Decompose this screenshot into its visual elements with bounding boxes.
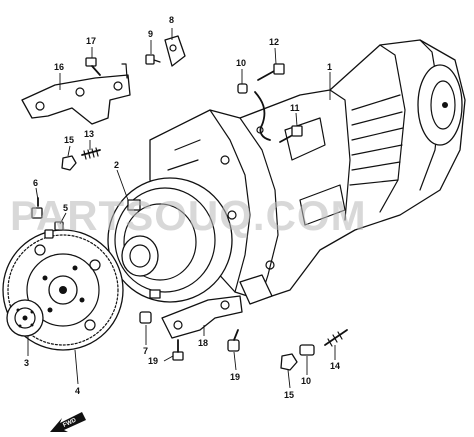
callout-10-top: 10 bbox=[236, 58, 246, 68]
bracket bbox=[21, 63, 131, 125]
small-bracket-8 bbox=[164, 35, 186, 67]
bolt-9 bbox=[145, 54, 161, 65]
callout-8: 8 bbox=[169, 15, 174, 25]
nut-15-bottom bbox=[280, 353, 298, 371]
torque-converter bbox=[107, 177, 233, 303]
nut-15-left bbox=[61, 155, 77, 171]
bolt-7 bbox=[139, 311, 152, 324]
bolt-11 bbox=[279, 125, 303, 143]
callout-18: 18 bbox=[198, 338, 208, 348]
forward-label: FWD bbox=[62, 417, 78, 428]
leader-lines bbox=[27, 28, 336, 389]
callout-14: 14 bbox=[330, 361, 340, 371]
forward-arrow: FWD bbox=[50, 412, 86, 432]
callout-7: 7 bbox=[143, 346, 148, 356]
callout-19-left: 19 bbox=[148, 356, 158, 366]
callout-9: 9 bbox=[148, 29, 153, 39]
callout-15-left: 15 bbox=[64, 135, 74, 145]
watermark-text: PARTSOUQ.COM bbox=[10, 192, 367, 239]
plug-10-top bbox=[237, 83, 248, 94]
stud-13 bbox=[81, 147, 101, 160]
callout-6: 6 bbox=[33, 178, 38, 188]
callout-12: 12 bbox=[269, 37, 279, 47]
bolt-19-right bbox=[227, 329, 240, 352]
callout-13: 13 bbox=[84, 129, 94, 139]
callout-11: 11 bbox=[290, 103, 300, 113]
callout-3: 3 bbox=[24, 358, 29, 368]
stud-14 bbox=[324, 329, 348, 347]
callout-15-bottom: 15 bbox=[284, 390, 294, 400]
bracket-18 bbox=[161, 295, 243, 339]
bolt-17 bbox=[85, 57, 101, 76]
callout-16: 16 bbox=[54, 62, 64, 72]
callout-2: 2 bbox=[114, 160, 119, 170]
callout-19-right: 19 bbox=[230, 372, 240, 382]
bolt-12 bbox=[257, 63, 285, 81]
callout-labels: 1 2 3 4 5 6 7 8 9 10 10 11 12 13 14 15 1… bbox=[24, 15, 340, 400]
callout-1: 1 bbox=[327, 62, 332, 72]
bolts-5 bbox=[44, 221, 64, 239]
backing-plate bbox=[6, 299, 44, 337]
bolt-19 bbox=[172, 339, 184, 361]
callout-4: 4 bbox=[75, 386, 80, 396]
plug-10-bottom bbox=[299, 344, 315, 356]
callout-10-bottom: 10 bbox=[301, 376, 311, 386]
callout-5: 5 bbox=[63, 203, 68, 213]
callout-17: 17 bbox=[86, 36, 96, 46]
